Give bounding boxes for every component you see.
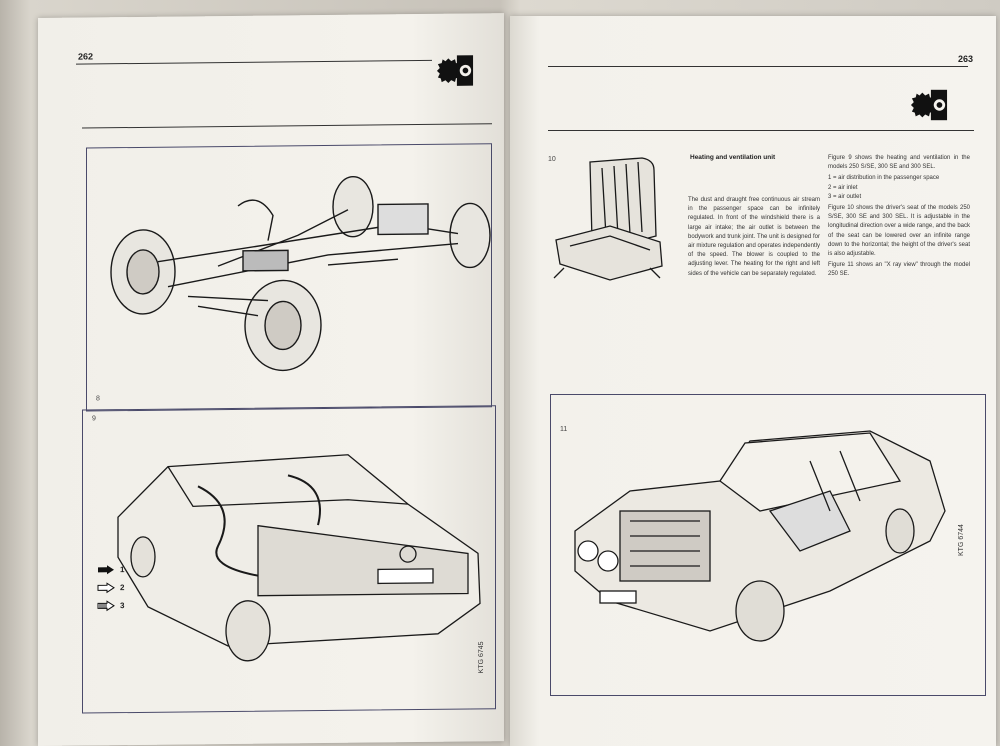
- page-number: 262: [78, 51, 94, 62]
- right-page: 263 10 Heating and ventilation unit The …: [510, 16, 996, 746]
- page-number: 263: [958, 54, 974, 64]
- figure-8-label: 8: [96, 395, 100, 403]
- legend-item-3: 3: [97, 600, 125, 612]
- header-rule: [76, 59, 432, 65]
- header-rule-lower: [548, 130, 974, 131]
- header-rule-lower: [82, 123, 492, 129]
- left-page: 262 8 9: [38, 13, 504, 746]
- figure-11-frame: [550, 394, 986, 696]
- paragraph: Figure 9 shows the heating and ventilati…: [828, 155, 970, 171]
- legend-item-1: 1: [98, 565, 125, 575]
- text-column-left: The dust and draught free continuous air…: [688, 196, 820, 281]
- logo-gear-icon: [436, 55, 474, 86]
- paragraph: Figure 10 shows the driver's seat of the…: [828, 205, 970, 258]
- legend-item-2: 2: [97, 582, 125, 594]
- paragraph: The dust and draught free continuous air…: [688, 197, 820, 277]
- list-item: 2 = air inlet: [828, 184, 858, 191]
- filled-arrow-icon: [98, 565, 114, 575]
- logo-gear-icon: [910, 89, 948, 121]
- text-column-right: Figure 9 shows the heating and ventilati…: [828, 154, 970, 282]
- outline-arrow-icon: [97, 582, 115, 594]
- list-item: 1 = air distribution in the passenger sp…: [828, 175, 940, 182]
- figure-11-label: 11: [560, 426, 568, 433]
- legend-list: 1 = air distribution in the passenger sp…: [828, 174, 970, 202]
- figure-10-label: 10: [548, 156, 556, 163]
- legend-number: 3: [120, 601, 125, 611]
- sedan-rear-illustration: [117, 454, 481, 662]
- driver-seat-illustration: [553, 157, 663, 281]
- section-title: Heating and ventilation unit: [690, 154, 776, 161]
- chassis-illustration: [110, 176, 491, 372]
- figure-11-code: KTG 6744: [958, 524, 965, 556]
- figure-9-code: KTG 6745: [478, 641, 485, 674]
- list-item: 3 = air outlet: [828, 193, 862, 200]
- legend-number: 1: [120, 565, 125, 575]
- xray-car-illustration: [574, 430, 946, 642]
- header-rule: [548, 66, 968, 67]
- legend-number: 2: [120, 583, 125, 593]
- striped-arrow-icon: [97, 600, 115, 612]
- figure-9-label: 9: [92, 415, 96, 423]
- paragraph: Figure 11 shows an "X ray view" through …: [828, 262, 970, 278]
